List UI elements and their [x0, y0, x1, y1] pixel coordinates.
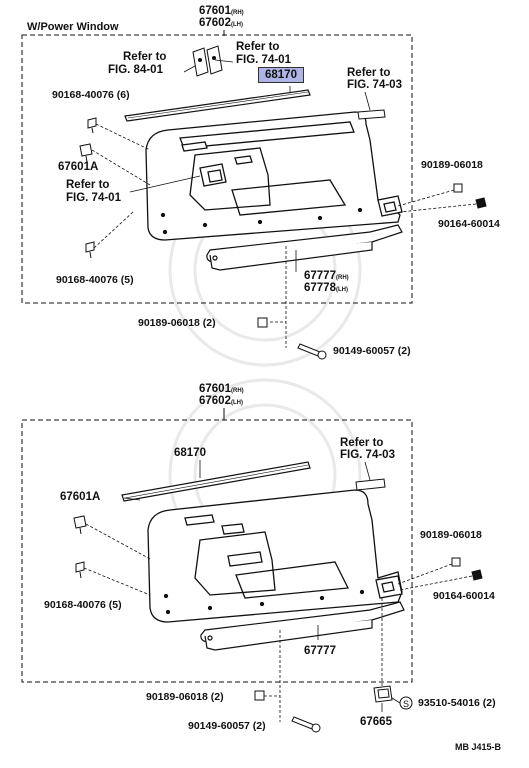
part-68170-highlight[interactable]: 68170 [258, 67, 304, 83]
part-suffix: (LH) [230, 22, 243, 28]
part-90189-06018-mid[interactable]: 90189-06018 (2) [138, 317, 216, 329]
nut-middle [257, 317, 268, 328]
part-90164-60014-top[interactable]: 90164-60014 [438, 218, 500, 230]
part-67601a-top[interactable]: 67601A [58, 161, 99, 173]
part-93510-54016[interactable]: 93510-54016 (2) [418, 697, 496, 709]
refer-84-label: Refer to [123, 51, 167, 63]
part-90189-06018-lower[interactable]: 90189-06018 (2) [146, 691, 224, 703]
screw-right-top [475, 197, 487, 209]
part-67602-top: 67602(LH) [199, 17, 243, 31]
refer-74-01-fig[interactable]: FIG. 74-01 [236, 54, 291, 66]
part-67777-top[interactable]: 67777(RH) [304, 270, 349, 284]
part-90168-40076-bottom[interactable]: 90168-40076 (5) [44, 599, 122, 611]
garnish-plate-bottom [355, 478, 386, 491]
leaders-top [91, 123, 477, 348]
bottom-frame [21, 419, 413, 683]
part-67601-top: 67601(RH) [199, 5, 244, 19]
part-suffix: (RH) [335, 275, 349, 281]
part-suffix: (RH) [230, 10, 244, 16]
part-67601-bottom[interactable]: 67601(RH) [199, 383, 244, 397]
garnish-plate-top [357, 109, 386, 120]
solid-leaders-bottom [123, 460, 401, 712]
section-title: W/Power Window [27, 21, 119, 33]
switch-parts [192, 45, 223, 77]
nut-right-bottom [451, 557, 461, 567]
figure-code: MB J415-B [455, 742, 502, 752]
part-number: 67778 [304, 282, 336, 294]
part-number: 67777 [304, 270, 336, 282]
highlighted-part-number[interactable]: 68170 [258, 67, 304, 83]
refer-74-03-fig-bottom[interactable]: FIG. 74-03 [340, 449, 395, 461]
part-90168-40076-lower[interactable]: 90168-40076 (5) [56, 274, 134, 286]
leaders-bottom [83, 523, 473, 722]
part-suffix: (RH) [230, 388, 244, 394]
part-90149-60057-mid[interactable]: 90149-60057 (2) [333, 345, 411, 357]
weatherstrip-top [124, 89, 311, 122]
refer-74-01b-label: Refer to [66, 179, 110, 191]
part-67778-top[interactable]: 67778(LH) [304, 282, 348, 296]
refer-74-03-label-bottom: Refer to [340, 437, 384, 449]
part-67601a-bottom[interactable]: 67601A [60, 491, 101, 503]
part-suffix: (LH) [230, 400, 243, 406]
bracket-67665 [373, 685, 393, 703]
part-number: 67601 [199, 383, 231, 395]
part-number: 67601 [199, 5, 231, 17]
bracket-67601a-bottom [73, 515, 87, 535]
part-number: 67602 [199, 395, 231, 407]
refer-74-03-label-top: Refer to [347, 67, 391, 79]
part-90168-40076-upper[interactable]: 90168-40076 (6) [52, 89, 130, 101]
clip-upper [87, 117, 97, 134]
part-67777-bottom[interactable]: 67777 [304, 645, 336, 657]
weatherstrip-bottom [121, 461, 311, 502]
door-trim-panel-top [145, 111, 403, 241]
clip-s-symbol: S [399, 696, 413, 710]
clip-bottom [75, 561, 85, 579]
part-67665[interactable]: 67665 [360, 716, 392, 728]
nut-right-top [453, 183, 463, 193]
part-68170-bottom[interactable]: 68170 [174, 447, 206, 459]
clip-lower-top [85, 241, 95, 259]
armrest-top [206, 224, 403, 271]
part-90164-60014-bottom[interactable]: 90164-60014 [433, 590, 495, 602]
part-90189-06018-bottom[interactable]: 90189-06018 [420, 529, 482, 541]
screw-lower [291, 716, 321, 733]
solid-leaders-top [129, 59, 371, 272]
refer-74-01-label: Refer to [236, 41, 280, 53]
refer-84-fig[interactable]: FIG. 84-01 [108, 64, 163, 76]
top-frame [21, 34, 413, 304]
nut-lower [254, 690, 265, 701]
part-number: 67602 [199, 17, 231, 29]
bracket-67601a-top [79, 143, 93, 163]
armrest-bottom [200, 601, 405, 651]
refer-74-01b-fig[interactable]: FIG. 74-01 [66, 192, 121, 204]
part-90149-60057-lower[interactable]: 90149-60057 (2) [188, 720, 266, 732]
part-suffix: (LH) [335, 287, 348, 293]
door-trim-panel-bottom [147, 489, 403, 623]
part-67602-bottom[interactable]: 67602(LH) [199, 395, 243, 409]
part-90189-06018-top[interactable]: 90189-06018 [421, 159, 483, 171]
s-symbol: S [403, 699, 409, 709]
screw-middle [297, 343, 327, 360]
refer-74-03-fig-top[interactable]: FIG. 74-03 [347, 79, 402, 91]
screw-right-bottom [471, 569, 483, 581]
